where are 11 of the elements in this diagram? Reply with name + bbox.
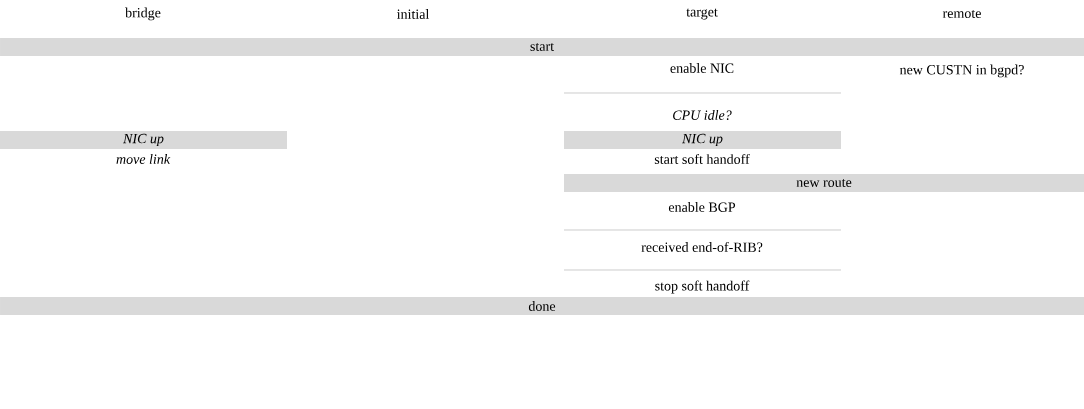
band: new route xyxy=(564,174,1084,192)
band: NIC up xyxy=(0,131,287,149)
condition-label: received end-of-RIB? xyxy=(641,241,763,253)
band: start xyxy=(0,38,1084,56)
step-label: start soft handoff xyxy=(654,154,750,164)
column-header: remote xyxy=(942,10,981,18)
column-header: target xyxy=(686,8,718,20)
band: NIC up xyxy=(564,131,841,149)
column-header: initial xyxy=(397,9,430,19)
column-header: bridge xyxy=(125,7,161,21)
band: done xyxy=(0,297,1084,315)
